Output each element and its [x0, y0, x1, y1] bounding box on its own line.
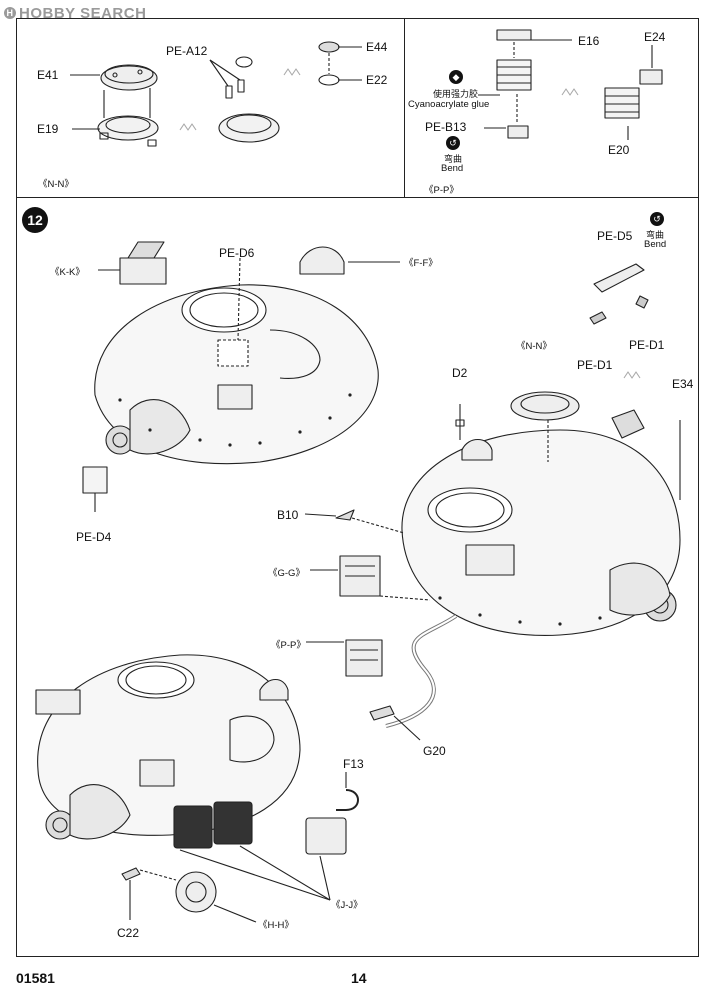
watermark: H HOBBY SEARCH [4, 4, 146, 22]
part-label-pe-d5: PE-D5 [597, 229, 633, 243]
ref-label-hh: 《H-H》 [258, 920, 294, 931]
part-label-b10: B10 [277, 508, 299, 522]
part-label-e20: E20 [608, 143, 630, 157]
part-label-e41: E41 [37, 68, 59, 82]
glue-label-cn: 使用强力胶 [433, 89, 479, 99]
ref-label-pp: 《P-P》 [271, 640, 306, 651]
watermark-logo-icon: H [4, 7, 16, 19]
part-label-g20: G20 [423, 744, 446, 758]
glue-icon: ◆ [449, 70, 463, 84]
glue-label-en: Cyanoacrylate glue [408, 99, 490, 110]
part-label-e19: E19 [37, 122, 59, 136]
bend-label-main-en: Bend [644, 239, 667, 250]
part-label-e16: E16 [578, 34, 600, 48]
part-label-pe-d6: PE-D6 [219, 246, 255, 260]
panel-step-12 [16, 197, 699, 957]
kit-number: 01581 [16, 970, 55, 986]
step-number-badge: 12 [22, 207, 48, 233]
part-label-e22: E22 [366, 73, 388, 87]
part-label-e44: E44 [366, 40, 388, 54]
ref-label-kk: 《K-K》 [50, 267, 85, 278]
watermark-text: HOBBY SEARCH [19, 4, 147, 22]
bend-icon-main: ↺ [650, 212, 664, 226]
hatch-part-e19-icon [97, 115, 159, 147]
page-number: 14 [351, 970, 367, 986]
part-label-pe-d4: PE-D4 [76, 530, 112, 544]
panel-title-nn: 《N-N》 [38, 179, 74, 190]
bend-label-cn: 弯曲 [444, 154, 463, 164]
part-label-f13: F13 [343, 757, 364, 771]
bend-label-main-cn: 弯曲 [646, 230, 665, 240]
turret-lower-left-icon [35, 654, 301, 840]
part-label-pe-d1-right: PE-D1 [629, 338, 665, 352]
part-label-pe-b13: PE-B13 [425, 120, 467, 134]
ref-label-ff: 《F-F》 [404, 258, 438, 269]
part-label-pe-d1-left: PE-D1 [577, 358, 613, 372]
turret-right-icon [401, 429, 681, 636]
ref-label-jj: 《J-J》 [331, 900, 363, 911]
ref-label-nn: 《N-N》 [516, 341, 552, 352]
part-label-e24: E24 [644, 30, 666, 44]
panel-title-pp: 《P-P》 [424, 185, 459, 196]
part-label-d2: D2 [452, 366, 468, 380]
ref-label-gg: 《G-G》 [268, 568, 305, 579]
bend-label-en: Bend [441, 163, 464, 174]
bend-icon: ↺ [446, 136, 460, 150]
part-label-e34: E34 [672, 377, 694, 391]
part-label-c22: C22 [117, 926, 140, 940]
hatch-part-e41-icon [100, 64, 158, 91]
part-label-pe-a12: PE-A12 [166, 44, 208, 58]
turret-upper-left-icon [94, 241, 379, 465]
